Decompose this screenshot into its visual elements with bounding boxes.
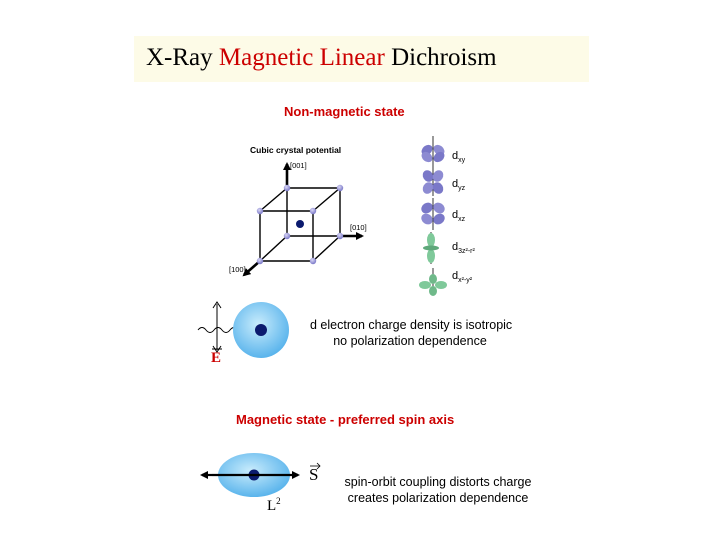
magnetic-heading: Magnetic state - preferred spin axis (236, 412, 455, 427)
nonmagnetic-heading: Non-magnetic state (284, 104, 405, 119)
electron-center (255, 324, 267, 336)
spin-label-s: S (309, 465, 319, 484)
orbital-d3z2-r2 (423, 232, 439, 264)
slide-title: X-Ray Magnetic Linear Dichroism (146, 44, 497, 72)
orbital-label-d3z2-r2: d3z²-r² (452, 241, 475, 256)
orbital-dxy (421, 136, 445, 168)
orbital-moment-label: L2 (267, 496, 281, 514)
polarization-wave (197, 301, 247, 353)
magnetic-desc-line2: creates polarization dependence (347, 491, 529, 505)
orbital-dxz (421, 198, 445, 230)
title-part-dichroism: Dichroism (384, 44, 497, 71)
orbital-label-dxy: dxy (452, 150, 466, 165)
central-atom (296, 220, 304, 228)
magnetic-description: spin-orbit coupling distorts charge crea… (333, 474, 543, 506)
crystal-label: Cubic crystal potential (250, 145, 342, 155)
orbital-label-dx2-y2: dx²-y² (452, 270, 473, 285)
title-part-magnetic-linear: Magnetic Linear (218, 44, 385, 71)
crystal-cube (259, 187, 341, 262)
field-label-e: E (211, 350, 222, 366)
orbital-label-dyz: dyz (452, 178, 466, 193)
axis-100-label: [100] (229, 265, 246, 274)
magnetic-desc-line1: spin-orbit coupling distorts charge (344, 475, 532, 489)
nonmagnetic-description: d electron charge density is isotropic n… (310, 317, 513, 349)
lattice-nodes (256, 184, 344, 265)
orbital-label-dxz: dxz (452, 209, 466, 224)
orbital-dx2-y2 (419, 268, 447, 296)
orbital-dyz (422, 168, 444, 196)
nonmagnetic-desc-line2: no polarization dependence (333, 334, 487, 348)
spin-vector-arrow (310, 462, 321, 470)
title-part-xray: X-Ray (146, 44, 219, 71)
axis-arrows (242, 162, 364, 277)
title-background (134, 36, 589, 82)
nonmagnetic-desc-line1: d electron charge density is isotropic (310, 318, 513, 332)
axis-010-label: [010] (350, 223, 367, 232)
axis-001-label: [001] (290, 161, 307, 170)
